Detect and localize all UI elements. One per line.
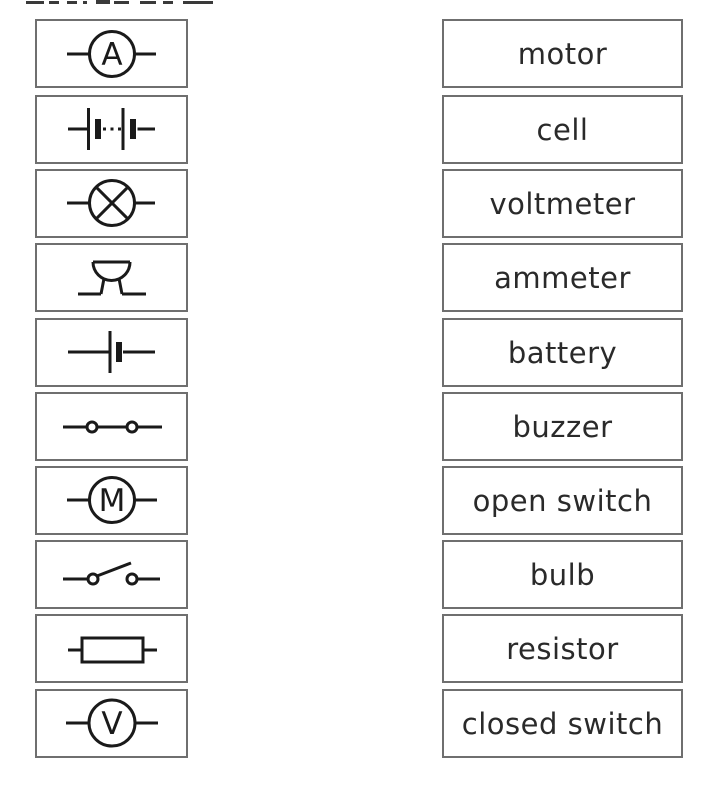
buzzer-symbol-icon [78, 260, 146, 296]
symbol-box-motor[interactable]: M [35, 466, 188, 535]
motor-letter: M [99, 483, 126, 519]
bulb-symbol-icon [67, 179, 155, 227]
resistor-symbol-icon [68, 636, 157, 664]
label-box-resistor[interactable]: resistor [442, 614, 683, 683]
symbol-box-ammeter[interactable]: A [35, 19, 188, 88]
label-text-open-switch: open switch [472, 483, 653, 518]
ammeter-symbol-icon: A [67, 30, 156, 78]
label-text-closed-switch: closed switch [461, 706, 664, 741]
symbol-box-open-switch[interactable] [35, 540, 188, 609]
symbol-box-voltmeter[interactable]: V [35, 689, 188, 758]
open-switch-symbol-icon [63, 561, 160, 586]
cell-symbol-icon [68, 331, 155, 373]
closed-switch-symbol-icon [63, 420, 162, 434]
label-text-buzzer: buzzer [512, 409, 613, 444]
label-box-cell[interactable]: cell [442, 95, 683, 164]
label-box-voltmeter[interactable]: voltmeter [442, 169, 683, 238]
label-box-buzzer[interactable]: buzzer [442, 392, 683, 461]
label-text-battery: battery [507, 335, 618, 370]
label-box-motor[interactable]: motor [442, 19, 683, 88]
symbol-box-bulb[interactable] [35, 169, 188, 238]
label-box-closed-switch[interactable]: closed switch [442, 689, 683, 758]
label-box-battery[interactable]: battery [442, 318, 683, 387]
label-box-ammeter[interactable]: ammeter [442, 243, 683, 312]
label-text-ammeter: ammeter [494, 260, 631, 295]
label-text-voltmeter: voltmeter [489, 186, 636, 221]
label-box-open-switch[interactable]: open switch [442, 466, 683, 535]
symbol-box-buzzer[interactable] [35, 243, 188, 312]
symbol-box-cell[interactable] [35, 318, 188, 387]
label-text-resistor: resistor [506, 631, 619, 666]
voltmeter-letter: V [101, 706, 122, 742]
symbol-box-battery[interactable] [35, 95, 188, 164]
label-box-bulb[interactable]: bulb [442, 540, 683, 609]
voltmeter-symbol-icon: V [66, 698, 158, 748]
ammeter-letter: A [101, 37, 122, 73]
battery-symbol-icon [68, 108, 155, 150]
label-text-motor: motor [517, 36, 608, 71]
clipped-text-remnant [26, 0, 213, 4]
motor-symbol-icon: M [67, 476, 157, 524]
label-text-cell: cell [536, 112, 589, 147]
symbol-box-closed-switch[interactable] [35, 392, 188, 461]
symbol-box-resistor[interactable] [35, 614, 188, 683]
label-text-bulb: bulb [529, 557, 596, 592]
